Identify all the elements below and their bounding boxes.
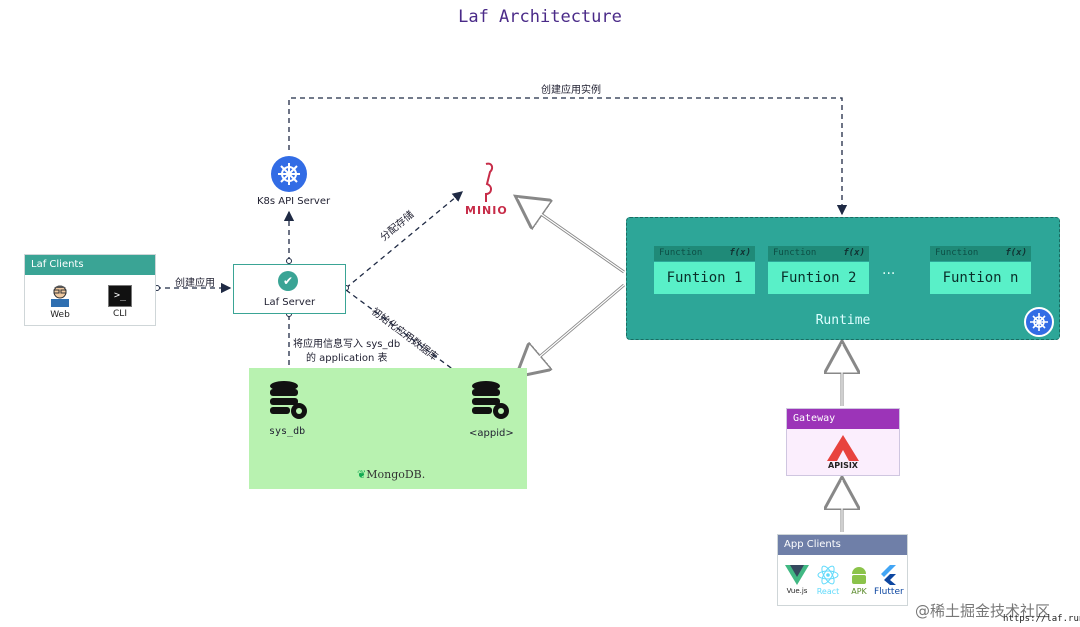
kubernetes-icon <box>1024 307 1054 337</box>
leaf-icon: ❦ <box>357 468 367 481</box>
label-write-info-1: 将应用信息写入 sys_db <box>293 339 401 350</box>
watermark: @稀土掘金技术社区 <box>915 602 1051 620</box>
label-create-app: 创建应用 <box>175 278 215 289</box>
edge-init-db <box>345 289 472 383</box>
edge-assign-storage <box>345 191 464 289</box>
android-icon <box>852 567 866 584</box>
mongodb-area: sys_db <appid> ❦MongoDB. <box>249 368 527 489</box>
flutter-icon <box>881 565 896 585</box>
function-header: Function <box>773 248 817 258</box>
cli-client: >_ CLI <box>100 285 140 319</box>
cli-label: CLI <box>113 309 127 319</box>
diagram-title: Laf Architecture <box>458 7 622 27</box>
appid-db-label: <appid> <box>469 428 514 439</box>
fx-icon: f(x) <box>1005 248 1027 258</box>
mongodb-logo: ❦MongoDB. <box>357 468 425 481</box>
apisix-label: APISIX <box>828 461 858 470</box>
database-icon <box>471 380 511 420</box>
function-name: Funtion 2 <box>768 262 869 294</box>
laf-server-label: Laf Server <box>263 297 316 308</box>
app-clients-box: App Clients Vue.js React APK Flutter <box>777 534 908 606</box>
function-header: Function <box>935 248 979 258</box>
apk-client: APK <box>845 565 873 596</box>
function-card: Function f(x) Funtion 1 <box>654 246 755 302</box>
react-label: React <box>816 587 840 596</box>
fx-icon: f(x) <box>843 248 865 258</box>
flutter-client: Flutter <box>874 565 904 597</box>
web-client: Web <box>40 285 80 320</box>
laf-server-box: ✔ Laf Server <box>233 264 346 314</box>
database-icon <box>269 380 309 420</box>
function-card: Function f(x) Funtion n <box>930 246 1031 302</box>
minio-logo: MINIO <box>465 204 508 217</box>
mongodb-label: MongoDB. <box>366 468 426 481</box>
react-client: React <box>814 565 842 596</box>
label-create-instance: 创建应用实例 <box>541 85 601 96</box>
gateway-header: Gateway <box>787 409 899 429</box>
app-clients-header: App Clients <box>778 535 907 555</box>
flutter-label: Flutter <box>874 587 904 597</box>
sys-db-label: sys_db <box>269 426 306 437</box>
laf-logo-icon: ✔ <box>278 271 298 291</box>
laf-clients-box: Laf Clients Web >_ CLI <box>24 254 156 326</box>
function-name: Funtion 1 <box>654 262 755 294</box>
fx-icon: f(x) <box>729 248 751 258</box>
web-label: Web <box>50 310 70 320</box>
developer-icon <box>51 285 69 307</box>
k8s-api-server-label: K8s API Server <box>257 196 331 207</box>
vue-icon <box>785 565 809 585</box>
runtime-box: Function f(x) Funtion 1 Function f(x) Funt… <box>626 217 1060 340</box>
apisix-logo-icon <box>827 435 859 461</box>
label-write-info-2: 的 application 表 <box>306 353 388 364</box>
runtime-label: Runtime <box>815 313 871 328</box>
vue-client: Vue.js <box>783 565 811 595</box>
site-url: https://laf.run <box>1003 614 1080 624</box>
function-card: Function f(x) Funtion 2 <box>768 246 869 302</box>
react-icon <box>817 565 839 585</box>
vue-label: Vue.js <box>786 587 808 595</box>
terminal-icon: >_ <box>108 285 132 307</box>
edge-create-instance <box>288 97 848 216</box>
ellipsis: ··· <box>882 266 896 282</box>
function-header: Function <box>659 248 703 258</box>
kubernetes-icon <box>271 156 307 192</box>
laf-clients-header: Laf Clients <box>25 255 155 275</box>
flamingo-icon <box>478 162 498 202</box>
function-name: Funtion n <box>930 262 1031 294</box>
apk-label: APK <box>851 587 867 596</box>
gateway-box: Gateway APISIX <box>786 408 900 476</box>
